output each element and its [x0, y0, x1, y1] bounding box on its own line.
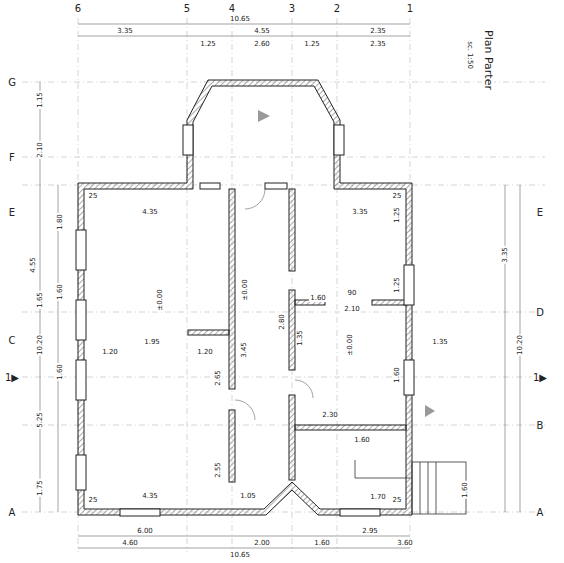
dimension-label: 1.25 [303, 40, 321, 48]
grid-axis-label: C [8, 335, 17, 346]
grid-lines [22, 18, 545, 552]
grid-axis-label: D [535, 307, 545, 318]
dimension-label: 2.95 [361, 527, 379, 535]
porch-steps [355, 460, 466, 514]
dimension-label: 4.60 [121, 539, 139, 547]
dimension-label: 1.60 [309, 294, 327, 302]
dimension-label: 1.80 [56, 213, 64, 231]
door-swings [235, 189, 313, 420]
dimension-label: 3.45 [240, 341, 248, 359]
dimension-label: 25 [88, 192, 99, 200]
dimension-label: 2.35 [369, 40, 387, 48]
dimension-label: 1.75 [36, 479, 44, 497]
grid-axis-label: 2 [333, 3, 341, 14]
grid-axis-label: 6 [74, 3, 82, 14]
dimension-label: 4.35 [141, 208, 159, 216]
dimension-label: 2.60 [253, 40, 271, 48]
dimension-label: 10.65 [229, 15, 251, 23]
dimension-label: 10.20 [36, 334, 44, 356]
dimension-label: 2.30 [321, 411, 339, 419]
grid-axis-label: 5 [183, 3, 191, 14]
drawing-title: Plan Parter [482, 30, 494, 90]
dimension-label: 3.60 [396, 539, 414, 547]
dimension-label: 1.60 [56, 363, 64, 381]
dimension-label: 1.35 [431, 338, 449, 346]
dimension-label: 2.10 [36, 141, 44, 159]
dimension-label: 3.35 [116, 27, 134, 35]
grid-axis-label: A [536, 507, 545, 518]
grid-axis-label: B [536, 420, 545, 431]
dimension-label: 1.60 [313, 539, 331, 547]
dimension-label: 3.35 [501, 246, 509, 264]
dimension-label: 25 [392, 496, 403, 504]
dimension-label: 10.20 [516, 334, 524, 356]
dimension-label: 2.10 [343, 305, 361, 313]
grid-axis-label: G [7, 77, 17, 88]
direction-arrow [258, 110, 435, 417]
dimension-label: 4.35 [141, 492, 159, 500]
grid-axis-label: E [536, 207, 544, 218]
dimension-label: 1.15 [36, 91, 44, 109]
grid-axis-label: 4 [228, 3, 236, 14]
dimension-label: 2.80 [278, 313, 286, 331]
dimension-label: 4.55 [29, 256, 37, 274]
dimension-label: 1.25 [393, 206, 401, 224]
dimension-label: 5.25 [36, 411, 44, 429]
dimension-label: ±0.00 [156, 288, 164, 311]
dimension-label: 1.25 [393, 276, 401, 294]
dimension-lines [40, 24, 520, 548]
walls [78, 80, 412, 515]
dimension-label: 1.25 [199, 40, 217, 48]
dimension-label: 1.60 [461, 481, 469, 499]
grid-axis-label: F [8, 152, 16, 163]
dimension-label: 1.65 [36, 291, 44, 309]
dimension-label: 4.55 [253, 27, 271, 35]
dimension-label: 1.20 [101, 348, 119, 356]
dimension-label: 3.35 [351, 208, 369, 216]
dimension-label: ±0.00 [346, 333, 354, 356]
dimension-label: 1.60 [393, 366, 401, 384]
dimension-label: 2.65 [214, 369, 222, 387]
dimension-label: 25 [392, 192, 403, 200]
dimension-label: 1.60 [353, 436, 371, 444]
dimension-label: 90 [347, 289, 358, 297]
dimension-label: 2.00 [253, 539, 271, 547]
dimension-label: 2.55 [214, 461, 222, 479]
dimension-label: 1.70 [369, 493, 387, 501]
windows [76, 125, 414, 516]
grid-axis-label: A [8, 507, 17, 518]
grid-axis-label: 1 [406, 3, 414, 14]
dimension-label: 1.35 [296, 329, 304, 347]
dimension-label: 25 [88, 496, 99, 504]
dimension-label: 1.05 [239, 492, 257, 500]
grid-axis-label: E [8, 207, 16, 218]
dimension-label: 2.35 [369, 27, 387, 35]
dimension-label: ±0.00 [241, 278, 249, 301]
grid-axis-label: 1▶ [532, 372, 548, 383]
dimension-label: 6.00 [136, 527, 154, 535]
dimension-label: sc. 1:50 [466, 40, 474, 70]
dimension-label: 1.20 [196, 348, 214, 356]
dimension-label: 1.60 [56, 283, 64, 301]
dimension-label: 10.65 [229, 551, 251, 559]
grid-axis-label: 3 [288, 3, 296, 14]
dimension-label: 1.95 [143, 338, 161, 346]
grid-axis-label: 1▶ [4, 372, 20, 383]
